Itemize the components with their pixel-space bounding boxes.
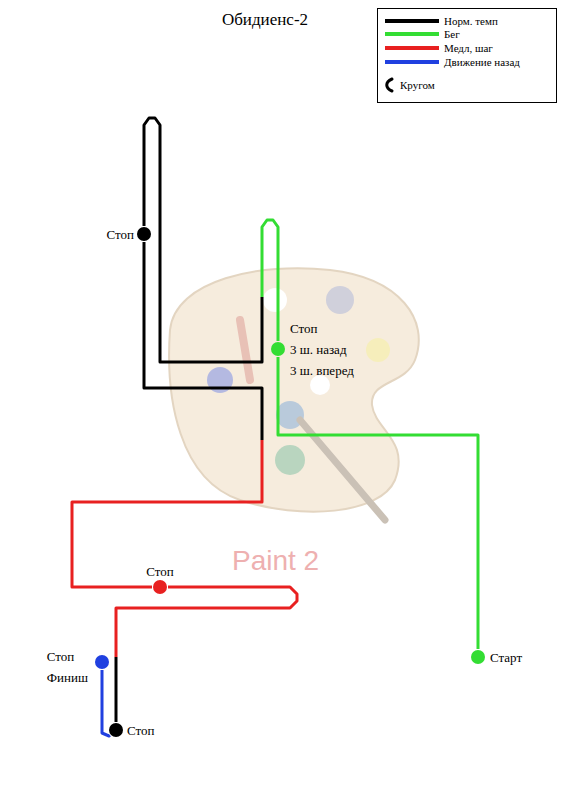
legend-row: Бег xyxy=(378,27,554,41)
legend-swatch xyxy=(385,32,439,36)
route-line xyxy=(116,587,297,722)
route-segment xyxy=(115,657,118,722)
point-label: Стоп xyxy=(107,224,134,245)
point-label: СтопФиниш xyxy=(47,646,88,688)
legend-text: Кругом xyxy=(400,78,554,92)
legend-text: Медл, шаг xyxy=(444,41,554,55)
palette-outline xyxy=(169,268,419,512)
route-segment xyxy=(262,220,278,341)
legend-row: Кругом xyxy=(378,78,554,92)
stop-point: Стоп xyxy=(137,227,151,241)
paint-blob xyxy=(263,288,287,312)
route-segment xyxy=(116,587,297,657)
legend-box: Норм. темпБегМедл, шагДвижение назадКруг… xyxy=(377,8,557,103)
point-label-text: Старт xyxy=(490,647,522,668)
legend-swatch xyxy=(385,46,439,50)
point-label: Стоп xyxy=(146,561,173,582)
brush xyxy=(240,320,250,380)
point-label-text: 3 ш. вперед xyxy=(290,360,354,381)
legend-swatch xyxy=(385,19,439,23)
stop-point: СтопФиниш xyxy=(95,655,109,669)
paint-blob xyxy=(275,445,305,475)
paint-blob xyxy=(326,286,354,314)
route-segment xyxy=(144,242,262,440)
route-line xyxy=(72,242,262,587)
point-label: Стоп3 ш. назад3 ш. вперед xyxy=(290,318,354,381)
legend-row: Движение назад xyxy=(378,55,554,69)
legend-text: Норм. темп xyxy=(444,14,554,28)
stop-point: Стоп xyxy=(109,723,123,737)
palette-picture xyxy=(169,268,419,520)
legend-row: Норм. темп xyxy=(378,14,554,28)
paint-blob xyxy=(366,338,390,362)
route-segment xyxy=(278,357,478,649)
stop-point: Стоп3 ш. назад3 ш. вперед xyxy=(271,342,285,356)
stop-point: Старт xyxy=(471,650,485,664)
diagram-title: Обидиенс-2 xyxy=(165,9,365,31)
point-label-text: Стоп xyxy=(290,318,354,339)
stop-point: Стоп xyxy=(153,580,167,594)
palette-hole xyxy=(310,375,330,395)
point-label-text: Стоп xyxy=(146,561,173,582)
point-label-text: 3 ш. назад xyxy=(290,339,354,360)
point-label: Стоп xyxy=(127,720,154,741)
legend-text: Бег xyxy=(444,27,554,41)
route-line xyxy=(144,118,278,362)
legend-row: Медл, шаг xyxy=(378,41,554,55)
turn-symbol-stroke xyxy=(387,79,392,91)
point-label-text: Финиш xyxy=(47,667,88,688)
legend-swatch xyxy=(385,60,439,64)
route-segment xyxy=(144,118,262,362)
watermark-text: Paint 2 xyxy=(232,545,319,577)
point-label: Старт xyxy=(490,647,522,668)
route-line xyxy=(278,357,478,649)
point-label-text: Стоп xyxy=(127,720,154,741)
turn-symbol xyxy=(382,77,396,93)
point-label-text: Стоп xyxy=(47,646,88,667)
point-label-text: Стоп xyxy=(107,224,134,245)
legend-text: Движение назад xyxy=(444,55,554,69)
